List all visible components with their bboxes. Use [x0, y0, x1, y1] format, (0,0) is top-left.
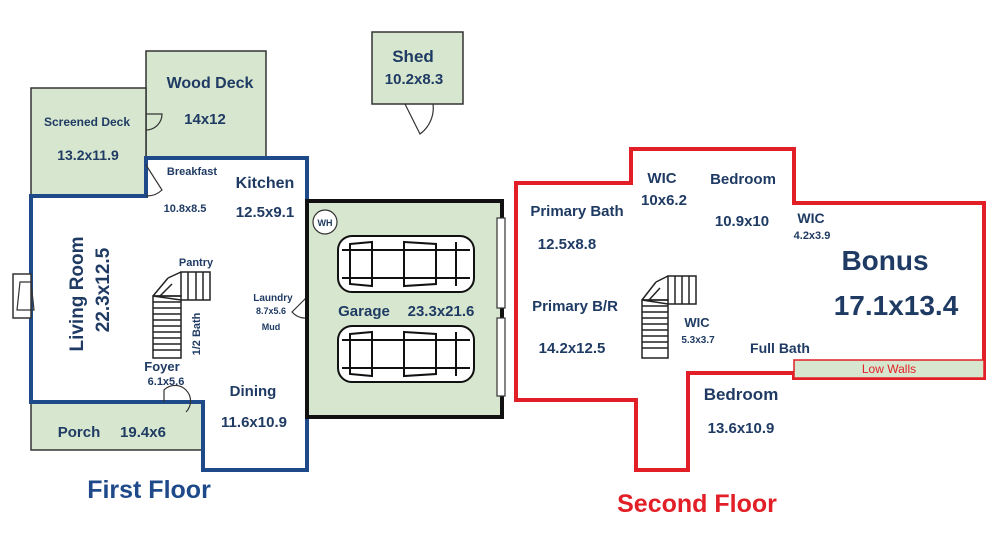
kitchen-name: Kitchen: [236, 175, 295, 192]
garage-size: 23.3x21.6: [408, 303, 475, 320]
laundry-door: [291, 296, 308, 319]
porch-size: 19.4x6: [120, 424, 166, 441]
wood-deck-area: [145, 50, 267, 159]
primary-bath-size: 12.5x8.8: [538, 236, 596, 253]
bedroom-top-name: Bedroom: [710, 171, 776, 188]
wic-top-size: 10x6.2: [641, 192, 687, 209]
bedroom-bottom-name: Bedroom: [704, 385, 779, 404]
wood-deck-size: 14x12: [184, 111, 226, 128]
breakfast-size: 10.8x8.5: [164, 203, 207, 215]
wic-mid-size: 5.3x3.7: [681, 335, 715, 346]
screened-deck-door: [145, 113, 163, 131]
car-icon-bottom: [337, 325, 475, 383]
bedroom-top-size: 10.9x10: [715, 213, 769, 230]
bonus-size: 17.1x13.4: [834, 290, 959, 321]
garage-name: Garage: [338, 303, 390, 320]
low-walls-strip: [793, 359, 985, 379]
foyer-door: [163, 384, 192, 413]
wic-mid-name: WIC: [684, 315, 710, 330]
dining-name: Dining: [230, 383, 277, 400]
foyer-size: 6.1x5.6: [148, 376, 185, 388]
water-heater-icon: [312, 209, 338, 235]
pantry-name: Pantry: [179, 257, 214, 269]
shed-door: [404, 103, 434, 135]
primary-bath-name: Primary Bath: [530, 203, 623, 220]
wic-right-size: 4.2x3.9: [794, 230, 831, 242]
living-room-size: 22.3x12.5: [93, 247, 114, 332]
primary-br-size: 14.2x12.5: [539, 340, 606, 357]
living-room-name: Living Room: [67, 236, 88, 351]
shed-area: [371, 31, 464, 105]
laundry-name: Laundry: [253, 293, 293, 304]
second-floor-title: Second Floor: [617, 490, 777, 518]
first-floor-title: First Floor: [87, 476, 211, 504]
laundry-size: 8.7x5.6: [256, 306, 286, 316]
wood-deck-name: Wood Deck: [167, 75, 254, 92]
screened-deck-size: 13.2x11.9: [57, 147, 119, 163]
water-heater-label: WH: [318, 218, 333, 228]
breakfast-door: [145, 164, 163, 197]
fireplace-hearth: [16, 281, 35, 311]
laundry-note: Mud: [262, 322, 281, 332]
wic-top-name: WIC: [647, 170, 676, 187]
second-floor-stairs: [641, 275, 697, 359]
shed-name: Shed: [392, 47, 434, 66]
low-walls-label: Low Walls: [862, 362, 916, 376]
first-floor-stairs: [152, 271, 211, 359]
half-bath-name: 1/2 Bath: [191, 312, 203, 355]
bonus-name: Bonus: [841, 245, 928, 276]
wic-right-name: WIC: [797, 210, 824, 226]
screened-deck-area: [30, 87, 147, 197]
shed-size: 10.2x8.3: [385, 71, 443, 88]
screened-deck-name: Screened Deck: [44, 115, 130, 129]
fireplace: [12, 273, 32, 319]
car-icon-top: [337, 235, 475, 293]
foyer-name: Foyer: [144, 359, 179, 374]
bedroom-bottom-size: 13.6x10.9: [708, 420, 775, 437]
porch-name: Porch: [58, 424, 101, 441]
porch-area: [30, 401, 204, 451]
dining-size: 11.6x10.9: [221, 414, 287, 431]
full-bath-name: Full Bath: [750, 340, 810, 356]
kitchen-size: 12.5x9.1: [236, 204, 294, 221]
garage-door-bottom: [496, 317, 506, 397]
breakfast-name: Breakfast: [167, 166, 217, 178]
garage-door-top: [496, 217, 506, 309]
primary-br-name: Primary B/R: [532, 298, 618, 315]
